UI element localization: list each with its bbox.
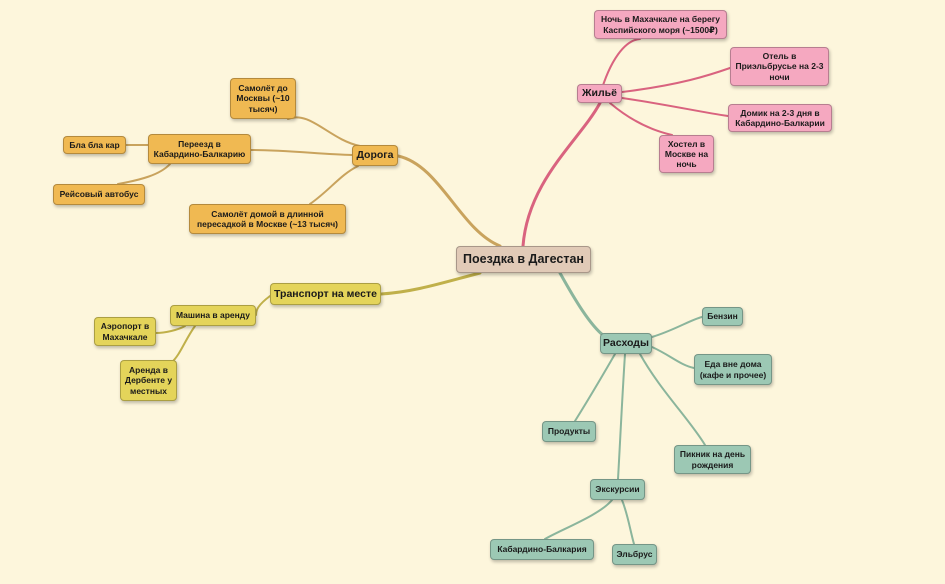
center-node[interactable]: Поездка в Дагестан bbox=[456, 246, 591, 273]
connector-line bbox=[558, 271, 606, 338]
connector-line bbox=[396, 154, 502, 248]
connector-line bbox=[171, 325, 196, 363]
connector-line bbox=[651, 346, 695, 369]
node-transfer-kbr[interactable]: Переезд в Кабардино-Балкарию bbox=[148, 134, 251, 164]
node-airport-makhachkala[interactable]: Аэропорт в Махачкале bbox=[94, 317, 156, 346]
connector-line bbox=[651, 316, 703, 338]
connector-line bbox=[250, 149, 353, 156]
node-rent-derbent[interactable]: Аренда в Дербенте у местных bbox=[120, 360, 177, 401]
node-excursion-kbr[interactable]: Кабардино-Балкария bbox=[490, 539, 594, 560]
connector-line bbox=[379, 271, 482, 296]
node-hotel-elbrus[interactable]: Отель в Приэльбрусье на 2-3 ночи bbox=[730, 47, 829, 86]
branch-expenses[interactable]: Расходы bbox=[600, 333, 652, 354]
connector-line bbox=[521, 101, 602, 248]
connector-line bbox=[255, 295, 271, 316]
connector-line bbox=[609, 102, 673, 136]
node-plane-home[interactable]: Самолёт домой в длинной пересадкой в Мос… bbox=[189, 204, 346, 234]
node-plane-moscow[interactable]: Самолёт до Москвы (~10 тысяч) bbox=[230, 78, 296, 119]
node-excursion-elbrus[interactable]: Эльбрус bbox=[612, 544, 657, 565]
node-groceries[interactable]: Продукты bbox=[542, 421, 596, 442]
node-excursions[interactable]: Экскурсии bbox=[590, 479, 645, 500]
node-picnic[interactable]: Пикник на день рождения bbox=[674, 445, 751, 474]
node-house-kbr[interactable]: Домик на 2-3 дня в Кабардино-Балкарии bbox=[728, 104, 832, 132]
node-hostel-moscow[interactable]: Хостел в Москве на ночь bbox=[659, 135, 714, 173]
node-food-out[interactable]: Еда вне дома (кафе и прочее) bbox=[694, 354, 772, 385]
branch-housing[interactable]: Жильё bbox=[577, 84, 622, 103]
connector-line bbox=[621, 499, 635, 545]
node-night-makhachkala[interactable]: Ночь в Махачкале на берегу Каспийского м… bbox=[594, 10, 727, 39]
branch-road[interactable]: Дорога bbox=[352, 145, 398, 166]
connector-line bbox=[544, 499, 613, 540]
connector-line bbox=[617, 353, 626, 480]
connector-line bbox=[639, 353, 706, 446]
node-car-rental[interactable]: Машина в аренду bbox=[170, 305, 256, 326]
node-bus[interactable]: Рейсовый автобус bbox=[53, 184, 145, 205]
connector-line bbox=[309, 165, 359, 205]
connector-line bbox=[621, 67, 731, 93]
connector-line bbox=[117, 163, 171, 185]
node-fuel[interactable]: Бензин bbox=[702, 307, 743, 326]
connector-line bbox=[621, 97, 729, 117]
connector-line bbox=[287, 116, 361, 147]
connector-line bbox=[155, 325, 186, 334]
node-blablacar[interactable]: Бла бла кар bbox=[63, 136, 126, 154]
branch-local-transport[interactable]: Транспорт на месте bbox=[270, 283, 381, 305]
connector-line bbox=[574, 353, 616, 422]
